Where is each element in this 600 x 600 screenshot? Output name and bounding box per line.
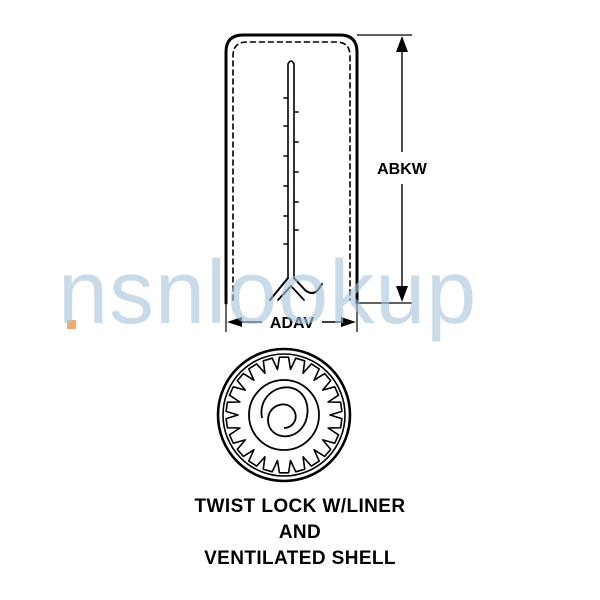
shell-side-view	[224, 33, 359, 305]
length-dimension-label: ABKW	[377, 161, 428, 178]
caption-line-1: TWIST LOCK W/LINER	[194, 496, 406, 517]
shell-outline	[224, 33, 359, 305]
end-view-liner	[248, 379, 320, 451]
caption-line-2: AND	[278, 522, 322, 543]
end-view-twist-spring	[260, 386, 309, 438]
length-dimension	[357, 34, 412, 304]
caption-line-3: VENTILATED SHELL	[204, 548, 396, 569]
end-view-outer-ring	[216, 347, 352, 483]
arrowhead-up	[396, 36, 408, 52]
arrowhead-down	[396, 286, 408, 302]
diameter-dimension	[225, 303, 358, 332]
ventilation-teeth	[225, 356, 343, 474]
twist-spring-base	[269, 277, 323, 301]
arrowhead-right	[341, 317, 356, 327]
shell-liner-dashed	[232, 41, 351, 301]
twist-spring	[287, 60, 295, 279]
watermark-dot	[67, 320, 76, 329]
end-view-outer-ring-inner	[222, 353, 346, 477]
diameter-dimension-label: ADAV	[270, 315, 314, 332]
shell-end-view	[216, 347, 352, 483]
arrowhead-left	[227, 317, 242, 327]
twist-spring-tip	[277, 285, 305, 301]
spring-ticks	[283, 97, 299, 245]
